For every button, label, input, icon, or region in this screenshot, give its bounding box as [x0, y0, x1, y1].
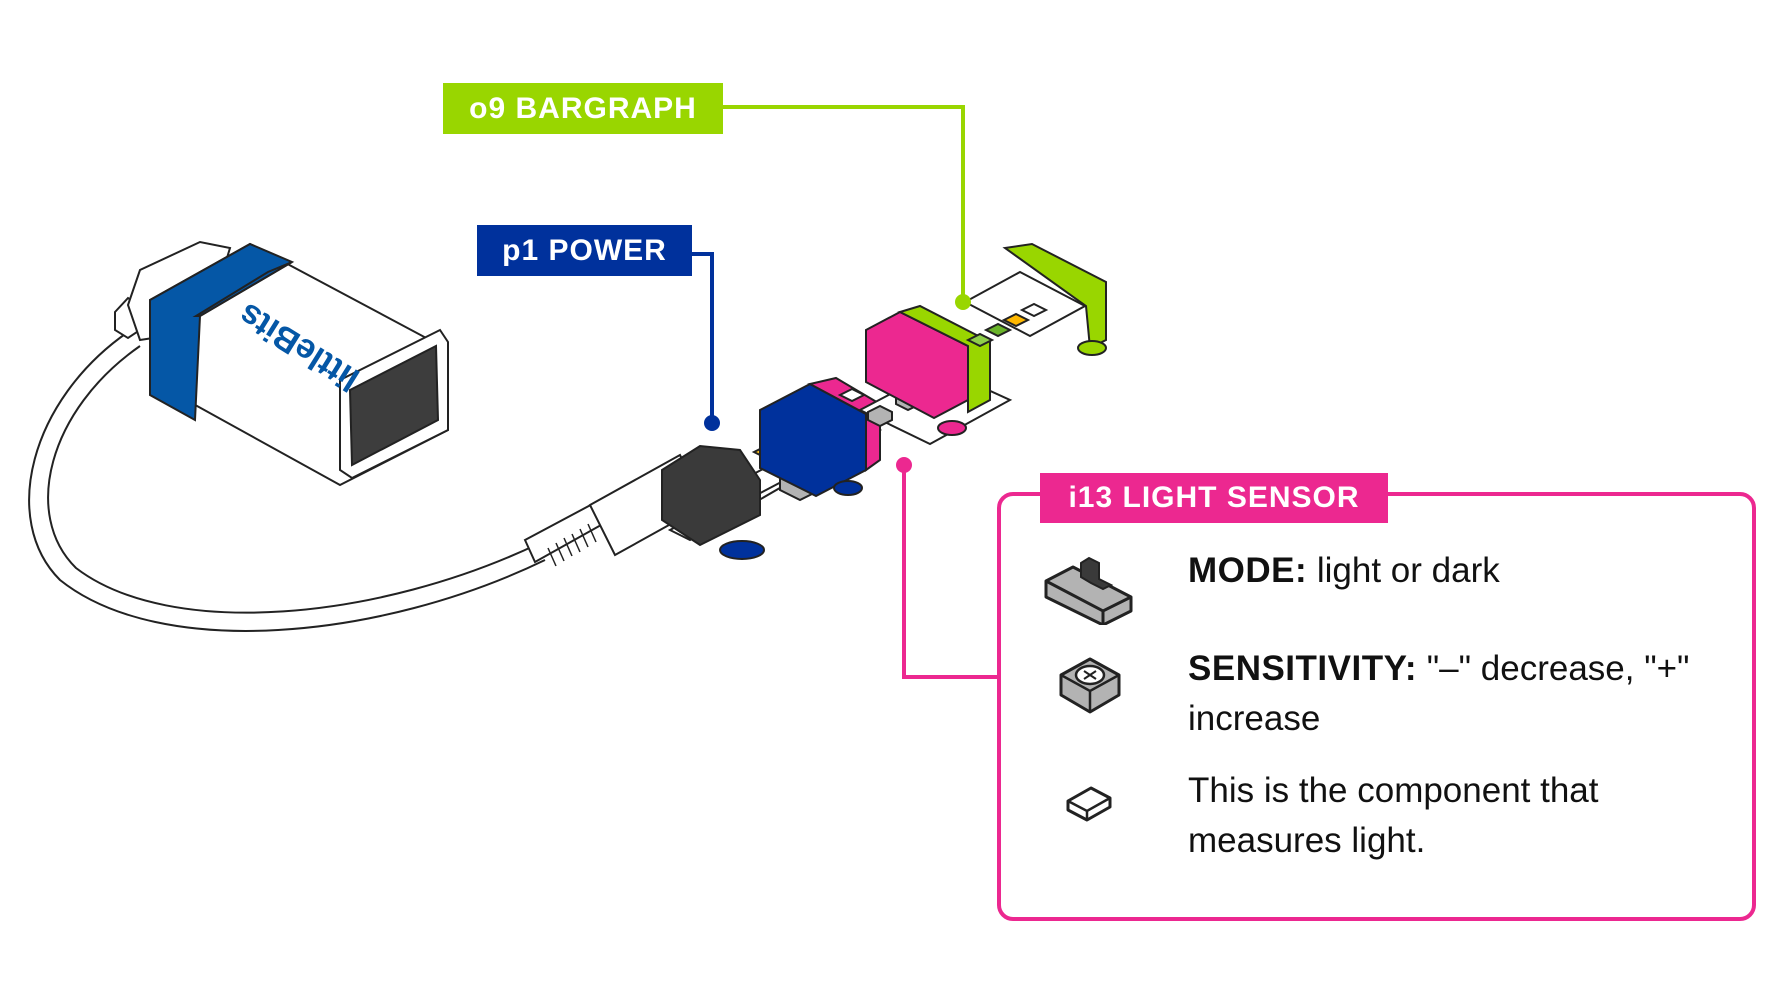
light-sensor-icon: [1066, 786, 1112, 822]
mode-key: MODE:: [1188, 551, 1308, 590]
mode-text: light or dark: [1307, 551, 1500, 590]
power-leader-dot: [704, 415, 720, 431]
sensitivity-text: "–" decrease, "+" increase: [1188, 649, 1690, 738]
sensitivity-description: SENSITIVITY: "–" decrease, "+" increase: [1188, 644, 1708, 744]
mode-description: MODE: light or dark: [1188, 546, 1500, 596]
slide-switch-icon: [1044, 556, 1133, 625]
light-sensor-label: i13 LIGHT SENSOR: [1040, 473, 1388, 523]
light-sensor-module: [837, 304, 1013, 446]
sensor-leader: [902, 465, 997, 679]
potentiometer-icon: [1059, 657, 1121, 714]
bargraph-module: [962, 242, 1107, 356]
power-label: p1 POWER: [477, 225, 692, 276]
light-sensor-description: This is the component that measures ligh…: [1188, 766, 1648, 866]
bargraph-leader: [722, 105, 965, 300]
light-sensor-text: This is the component that measures ligh…: [1188, 771, 1599, 860]
power-leader: [692, 252, 714, 420]
power-cable: [28, 331, 546, 632]
bargraph-leader-dot: [955, 294, 971, 310]
sensor-leader-dot: [896, 457, 912, 473]
bargraph-label: o9 BARGRAPH: [443, 83, 723, 134]
battery: littleBits: [149, 242, 449, 487]
power-module: [661, 376, 883, 560]
sensitivity-key: SENSITIVITY:: [1188, 649, 1417, 688]
